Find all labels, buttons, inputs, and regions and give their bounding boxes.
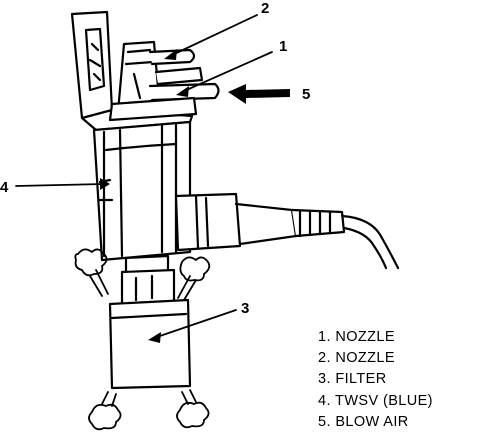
callout-1: 1 [279, 38, 287, 55]
leader-lines [15, 14, 273, 339]
nozzle-head [108, 40, 220, 122]
twsv-valve-body [92, 120, 192, 262]
legend: 1. NOZZLE 2. NOZZLE 3. FILTER 4. TWSV (B… [318, 327, 433, 433]
filter-box [108, 298, 192, 390]
legend-item: 1. NOZZLE [318, 329, 395, 345]
electrical-connector [174, 192, 400, 270]
blow-air-arrow [228, 84, 290, 104]
legend-item: 3. FILTER [318, 371, 387, 388]
callout-2: 2 [261, 0, 269, 17]
filter-stem [120, 254, 176, 306]
callout-4: 4 [0, 179, 9, 196]
air-puff-icon [74, 248, 211, 431]
legend-item: 4. TWSV (BLUE) [318, 392, 433, 409]
callout-labels: 2 1 5 4 3 [0, 0, 310, 317]
callout-3: 3 [241, 300, 249, 317]
legend-item: 5. BLOW AIR [318, 413, 409, 430]
arrowheads [100, 49, 189, 343]
callout-5: 5 [302, 86, 310, 103]
legend-item: 2. NOZZLE [318, 350, 395, 367]
